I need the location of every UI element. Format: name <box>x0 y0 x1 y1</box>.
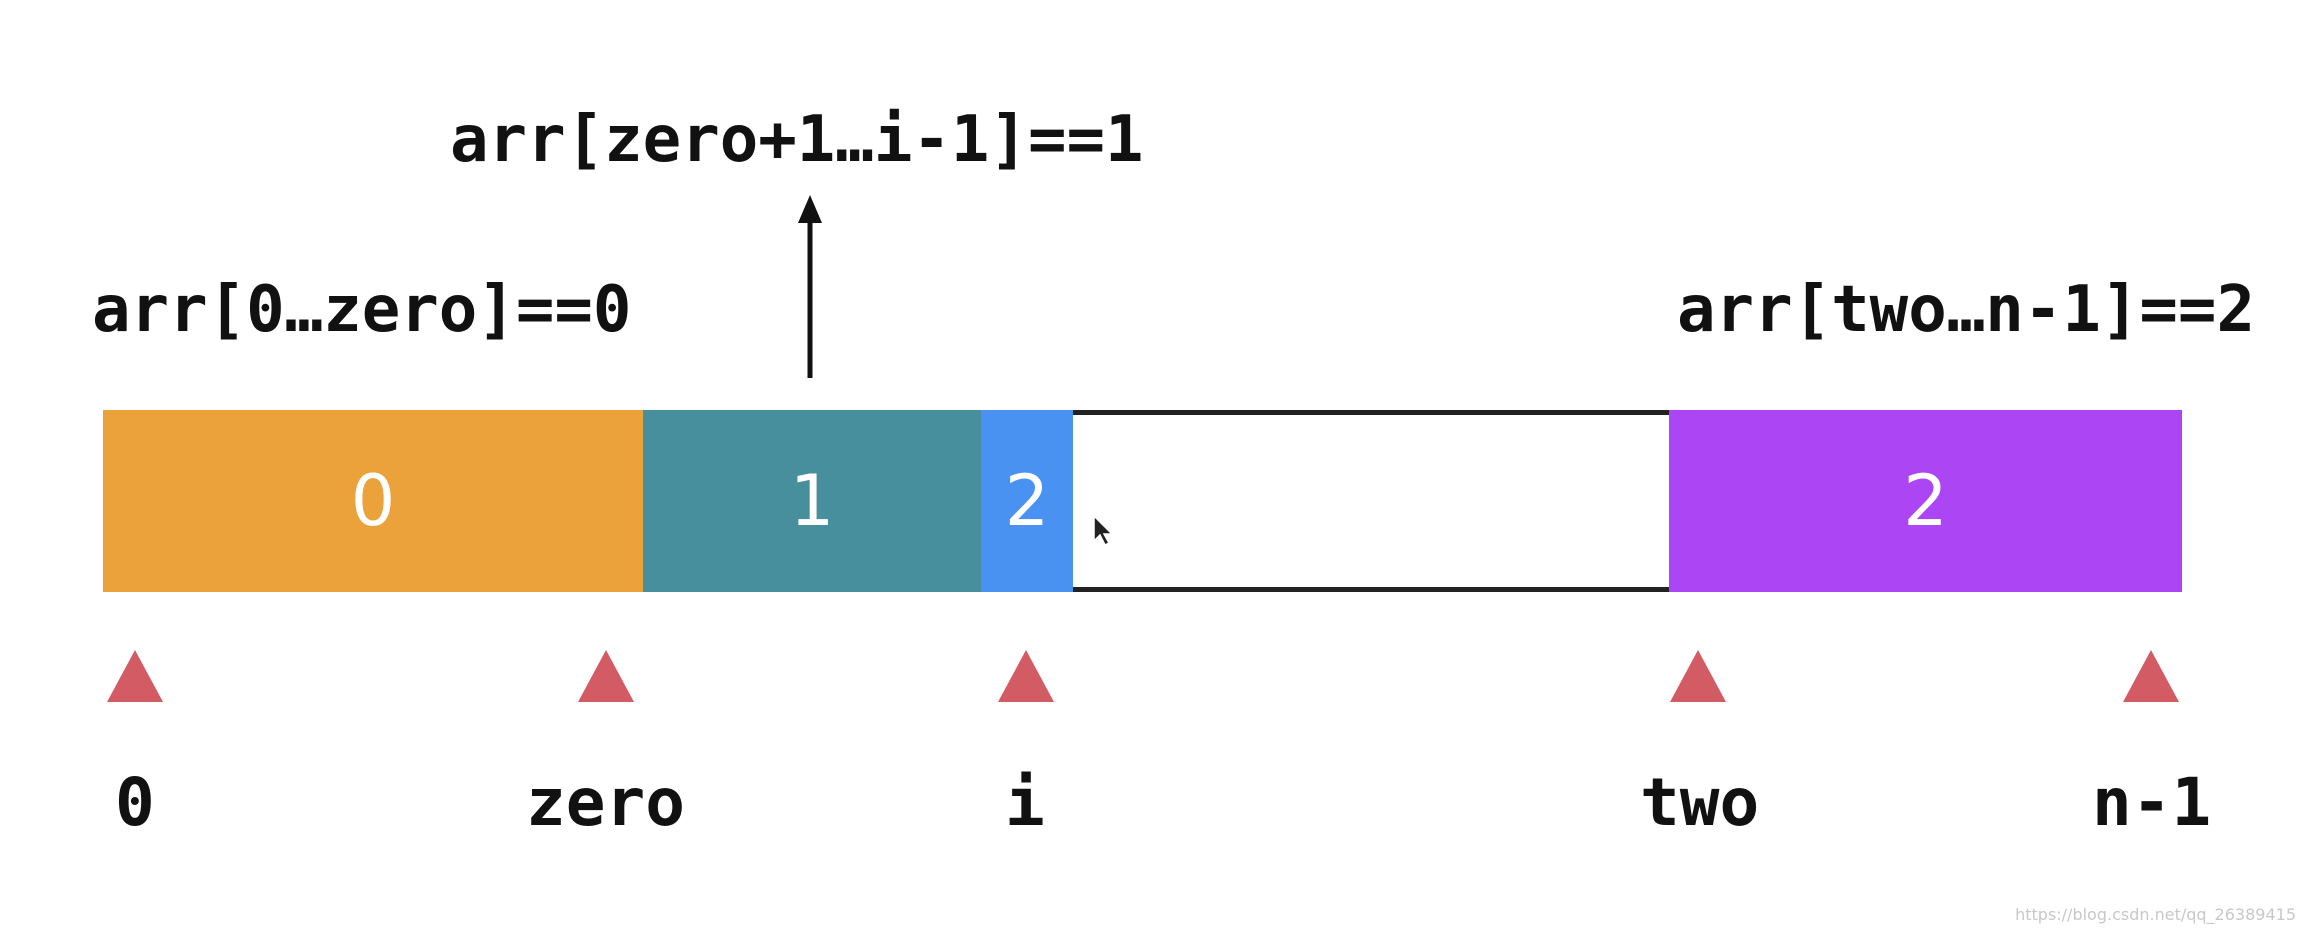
segment-current: 2 <box>981 410 1073 592</box>
right-range-label: arr[two…n-1]==2 <box>1677 273 2255 347</box>
left-range-label: arr[0…zero]==0 <box>92 273 632 347</box>
pointer-triangle-0 <box>107 650 163 702</box>
pointer-label-i: i <box>1005 764 1045 841</box>
segment-zeros: 0 <box>103 410 643 592</box>
watermark: https://blog.csdn.net/qq_26389415 <box>2015 905 2296 924</box>
pointer-triangle-zero <box>578 650 634 702</box>
segment-twos: 2 <box>1669 410 2182 592</box>
segment-current-value: 2 <box>1004 460 1050 542</box>
middle-range-label: arr[zero+1…i-1]==1 <box>450 103 1144 177</box>
pointer-triangle-two <box>1670 650 1726 702</box>
pointer-label-two: two <box>1640 764 1760 841</box>
pointer-triangle-i <box>998 650 1054 702</box>
segment-zeros-value: 0 <box>350 460 396 542</box>
segment-unprocessed <box>1073 410 1669 592</box>
segment-twos-value: 2 <box>1903 460 1948 542</box>
pointer-label-n-1: n-1 <box>2092 764 2212 841</box>
up-arrow-icon <box>798 195 822 378</box>
segment-ones-value: 1 <box>789 460 835 542</box>
pointer-label-0: 0 <box>115 764 155 841</box>
pointer-triangle-n-1 <box>2123 650 2179 702</box>
pointer-label-zero: zero <box>526 764 685 841</box>
segment-ones: 1 <box>643 410 981 592</box>
mouse-cursor-icon <box>1093 515 1114 547</box>
